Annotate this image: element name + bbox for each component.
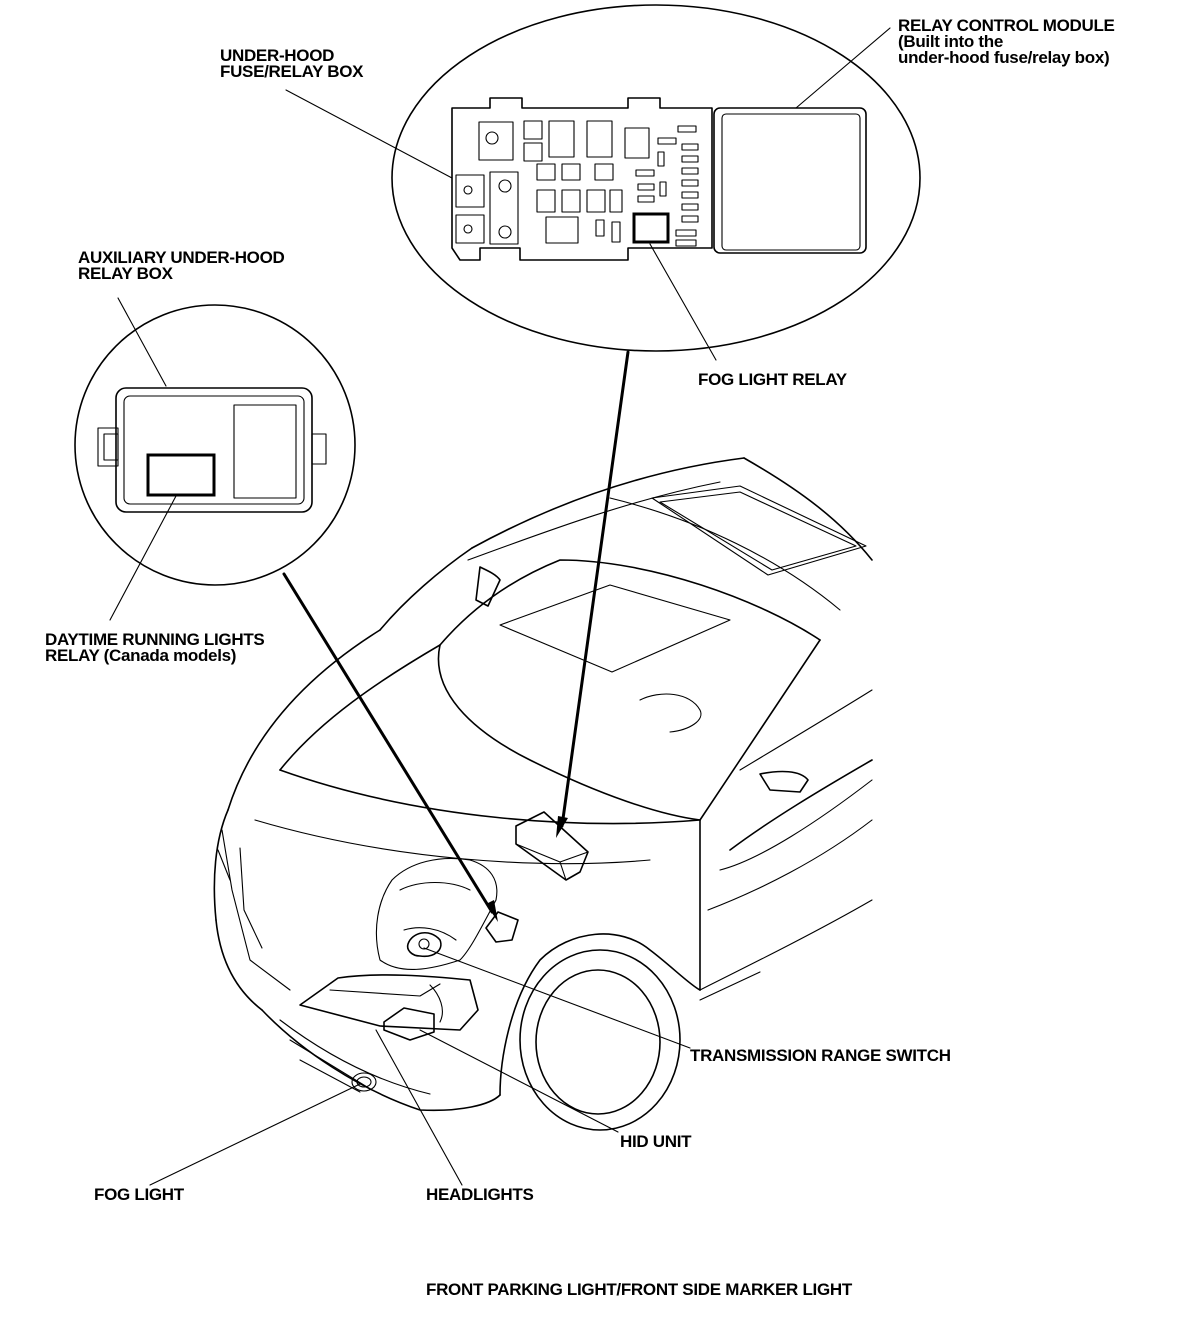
headlights-label: HEADLIGHTS [426,1185,534,1204]
diagram-caption: FRONT PARKING LIGHT/FRONT SIDE MARKER LI… [426,1280,852,1299]
car-drawing [213,457,873,1131]
drl-relay-label: DAYTIME RUNNING LIGHTS RELAY (Canada mod… [45,630,265,665]
fog-light-label: FOG LIGHT [94,1185,184,1204]
leader-lines [109,27,891,1186]
fog-light-relay-label: FOG LIGHT RELAY [698,370,847,389]
hid-unit-label: HID UNIT [620,1132,692,1151]
relay-control-module-label: RELAY CONTROL MODULE (Built into the und… [898,16,1115,67]
auxiliary-box-label: AUXILIARY UNDER-HOOD RELAY BOX [78,248,285,283]
under-hood-box-label: UNDER-HOOD FUSE/RELAY BOX [220,46,364,81]
under-hood-box-callout [391,4,921,352]
auxiliary-box-callout [74,304,356,586]
transmission-range-switch-label: TRANSMISSION RANGE SWITCH [690,1046,951,1065]
callout-arrows [282,350,630,922]
